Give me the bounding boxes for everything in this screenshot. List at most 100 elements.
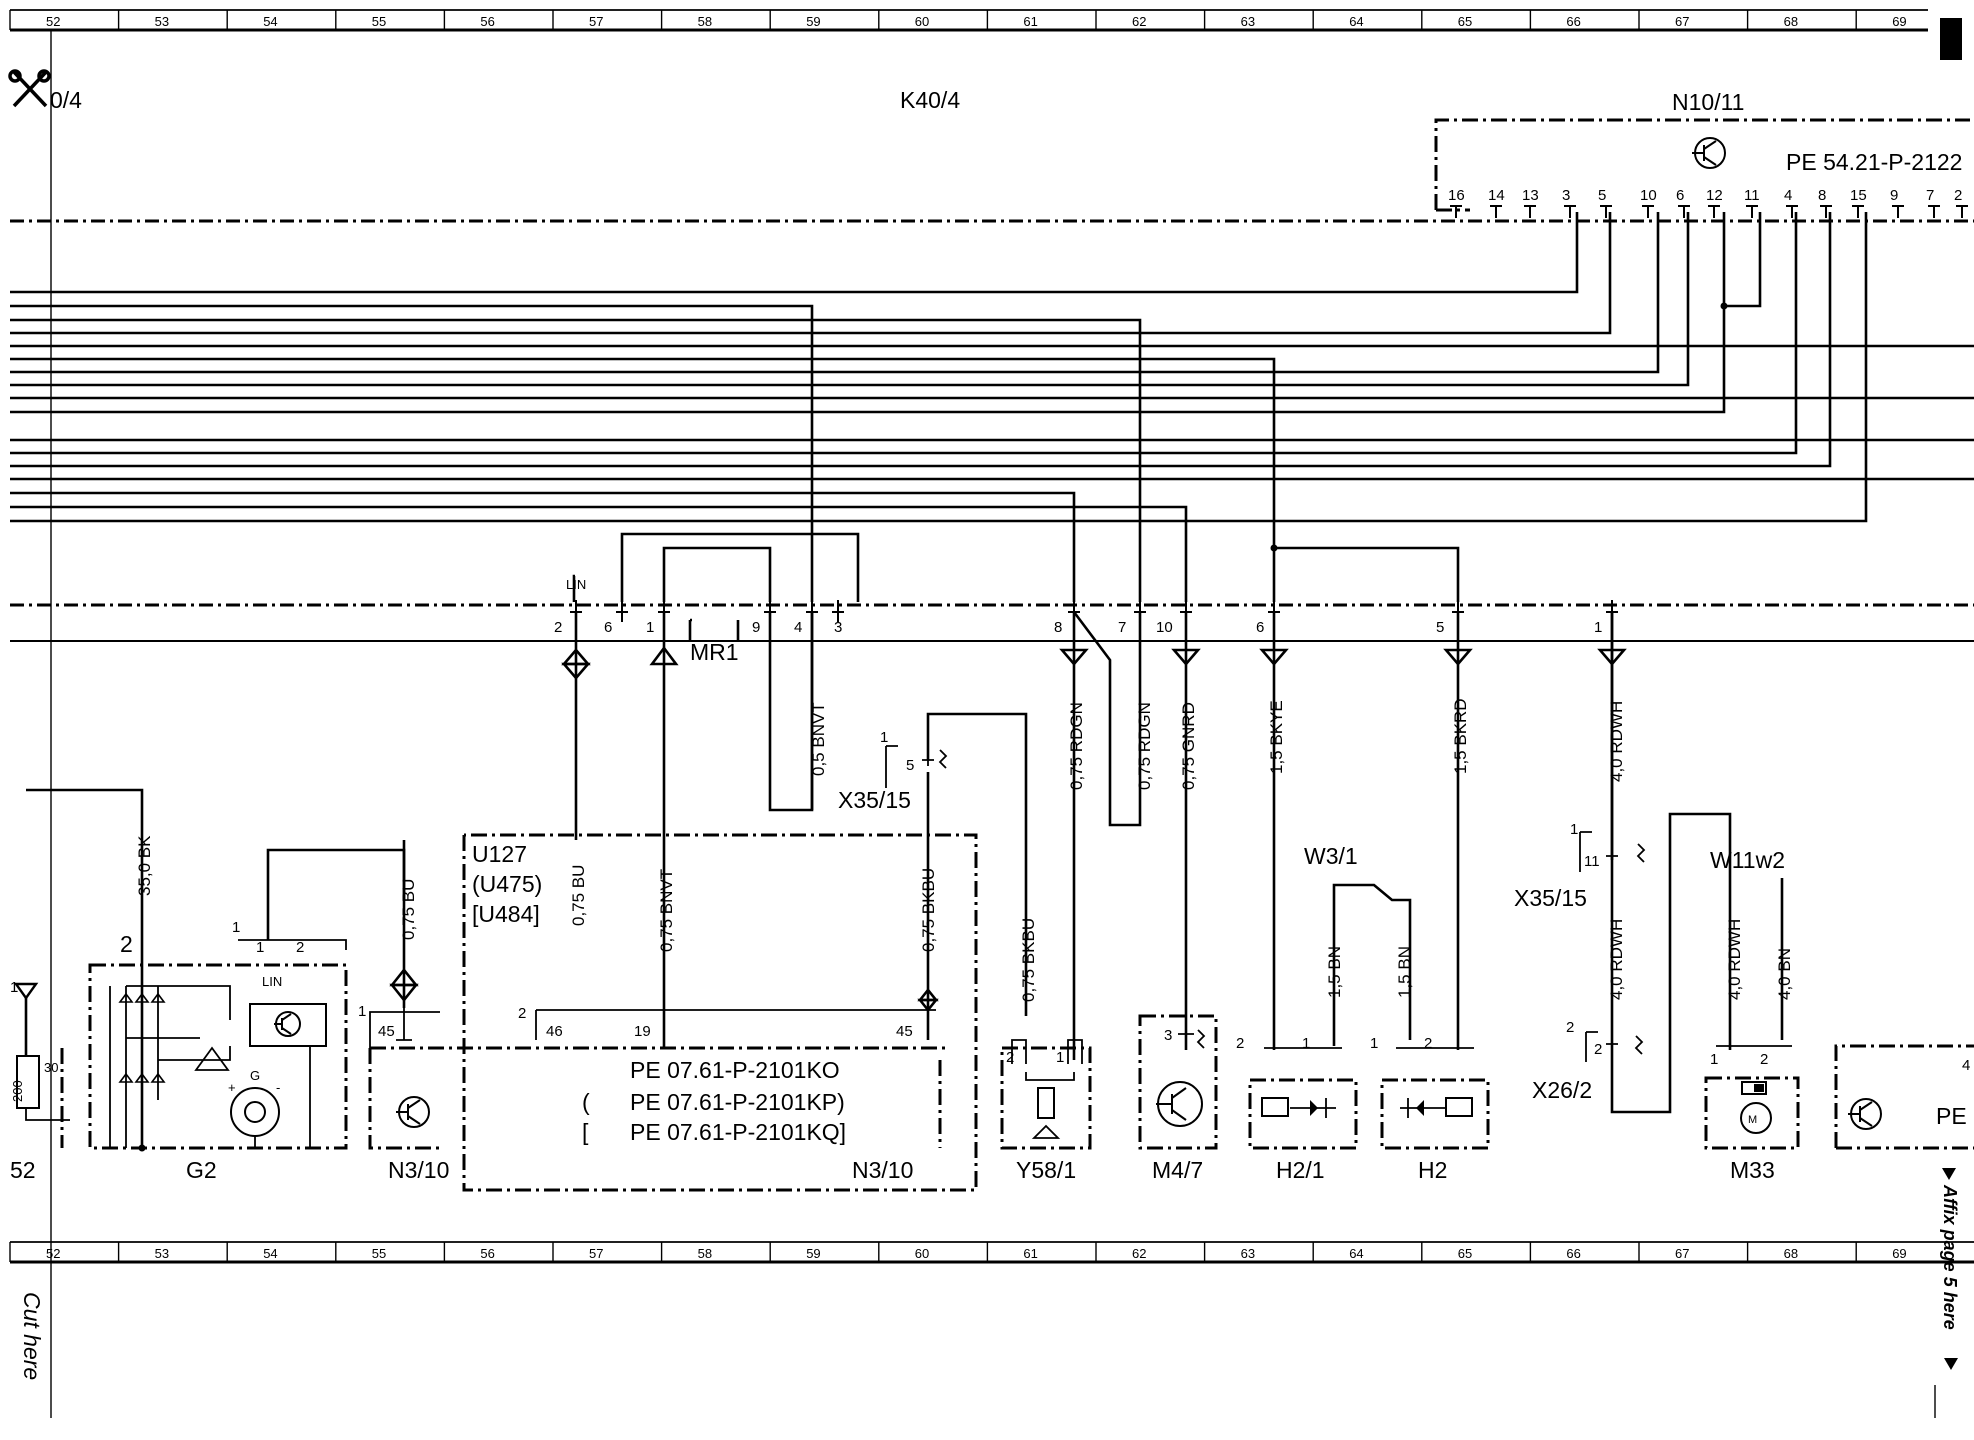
ruler-column-number: 63 <box>1241 14 1255 29</box>
ruler-column-number: 62 <box>1132 14 1146 29</box>
pin-number: 7 <box>1118 619 1126 636</box>
svg-text:1: 1 <box>880 729 888 746</box>
m4-7-motor: 3 <box>1138 1014 1218 1150</box>
pe-partial-module: PE 4 <box>1834 1044 1974 1150</box>
pin-number: 3 <box>834 619 842 636</box>
pin-number: 9 <box>752 619 760 636</box>
svg-text:30: 30 <box>44 1060 58 1075</box>
component-label: N3/10 <box>388 1157 449 1183</box>
pin-number: 9 <box>1890 187 1898 204</box>
component-label: H2/1 <box>1276 1157 1325 1183</box>
pin-number: 6 <box>604 619 612 636</box>
ruler-column-number: 65 <box>1458 14 1472 29</box>
svg-text:2: 2 <box>518 1005 526 1022</box>
svg-text:PE 07.61-P-2101KQ]: PE 07.61-P-2101KQ] <box>630 1119 846 1145</box>
wire-label: 4,0 RDWH <box>1607 701 1626 782</box>
svg-text:PE: PE <box>1936 1103 1967 1129</box>
ruler-column-number: 58 <box>698 1246 712 1261</box>
svg-text:[U484]: [U484] <box>472 901 540 927</box>
svg-text:LIN: LIN <box>262 974 282 989</box>
ruler-column-number: 57 <box>589 1246 603 1261</box>
h2-1-horn: 2 1 W3/1 <box>1236 843 1412 1150</box>
pin-number: 11 <box>1744 187 1760 204</box>
svg-text:1: 1 <box>1370 1035 1378 1052</box>
ruler-column-number: 59 <box>806 1246 820 1261</box>
ruler-column-number: 62 <box>1132 1246 1146 1261</box>
ruler-column-number: 69 <box>1892 1246 1906 1261</box>
ruler-column-number: 61 <box>1023 1246 1037 1261</box>
svg-text:2: 2 <box>296 939 304 956</box>
pin-number: 2 <box>554 619 562 636</box>
pin-number: 8 <box>1054 619 1062 636</box>
pin-number: 5 <box>1436 619 1444 636</box>
pin-number: 15 <box>1850 187 1867 204</box>
ruler-column-number: 53 <box>155 14 169 29</box>
wire-label: 0,75 RDGN <box>1067 702 1086 790</box>
svg-text:2: 2 <box>120 931 133 957</box>
scissor-ref-label: 0/4 <box>50 87 82 113</box>
wire-label: 1,5 BKRD <box>1451 698 1470 774</box>
svg-text:4: 4 <box>1962 1057 1970 1074</box>
fuse-30: 1 200 30 52 <box>10 979 70 1183</box>
svg-text:2: 2 <box>1566 1019 1574 1036</box>
ruler-column-number: 53 <box>155 1246 169 1261</box>
x35-15-connector: 1 5 X35/15 <box>838 712 1028 1040</box>
ruler-column-number: 61 <box>1023 14 1037 29</box>
affix-arrow-icon <box>1944 1358 1958 1370</box>
pin-number: 10 <box>1640 187 1657 204</box>
k40-4-label: K40/4 <box>900 87 960 113</box>
svg-text:U127: U127 <box>472 841 527 867</box>
affix-page-note: Affix page 5 here <box>1940 1184 1960 1330</box>
wire-label: 0,75 BU <box>399 879 418 940</box>
x35-15-label: X35/15 <box>838 787 911 813</box>
affix-arrow-icon <box>1942 1168 1956 1180</box>
ruler-column-number: 69 <box>1892 14 1906 29</box>
pin-number: 16 <box>1448 187 1465 204</box>
wire-labels: 0,5 BNVT 0,75 RDGN 0,75 RDGN 0,75 GNRD 1… <box>135 698 1794 1002</box>
ruler-column-number: 56 <box>480 1246 494 1261</box>
pin-number: 3 <box>1562 187 1570 204</box>
svg-text:2: 2 <box>1424 1035 1432 1052</box>
ruler-column-number: 52 <box>46 1246 60 1261</box>
wire-label: 0,5 BNVT <box>809 702 828 776</box>
pin-number: 13 <box>1522 187 1539 204</box>
svg-text:200: 200 <box>10 1080 25 1102</box>
pin-number: 7 <box>1926 187 1934 204</box>
ruler-column-number: 66 <box>1566 1246 1580 1261</box>
svg-text:11: 11 <box>1584 853 1600 870</box>
svg-text:1: 1 <box>10 979 18 996</box>
ruler-column-number: 65 <box>1458 1246 1472 1261</box>
transistor-icon <box>274 1011 301 1037</box>
lin-label: LIN <box>566 577 586 592</box>
y58-1-valve: 2 1 <box>1000 1039 1092 1150</box>
pin-number: 2 <box>1954 187 1962 204</box>
svg-text:1: 1 <box>1710 1051 1718 1068</box>
pin-number: 1 <box>1594 619 1602 636</box>
svg-text:X35/15: X35/15 <box>1514 885 1587 911</box>
ruler-column-number: 59 <box>806 14 820 29</box>
pin-number: 4 <box>794 619 802 636</box>
svg-text:X26/2: X26/2 <box>1532 1077 1592 1103</box>
x35-15-right-connector: 1 11 X35/15 <box>1514 821 1646 911</box>
svg-text:2: 2 <box>1236 1035 1244 1052</box>
svg-text:2: 2 <box>1760 1051 1768 1068</box>
svg-text:[: [ <box>582 1119 589 1145</box>
wire-label: 1,5 BKYE <box>1267 700 1286 774</box>
wire-label: 0,75 BKBU <box>1019 918 1038 1002</box>
x26-2-connector: 2 2 X26/2 <box>1532 1019 1644 1103</box>
svg-text:(U475): (U475) <box>472 871 542 897</box>
connector-arrows <box>561 645 1627 680</box>
h2-horn: 1 2 <box>1370 1035 1490 1150</box>
scissors-icon <box>8 69 51 108</box>
wire-label: 35,0 BK <box>135 835 154 896</box>
transistor-icon <box>1156 1081 1203 1127</box>
transistor-icon <box>396 1096 430 1128</box>
wire-label: 0,75 BU <box>569 865 588 926</box>
pin-number: 8 <box>1818 187 1826 204</box>
svg-text:46: 46 <box>546 1023 563 1040</box>
ruler-column-number: 66 <box>1566 14 1580 29</box>
w3-1-label: W3/1 <box>1304 843 1358 869</box>
